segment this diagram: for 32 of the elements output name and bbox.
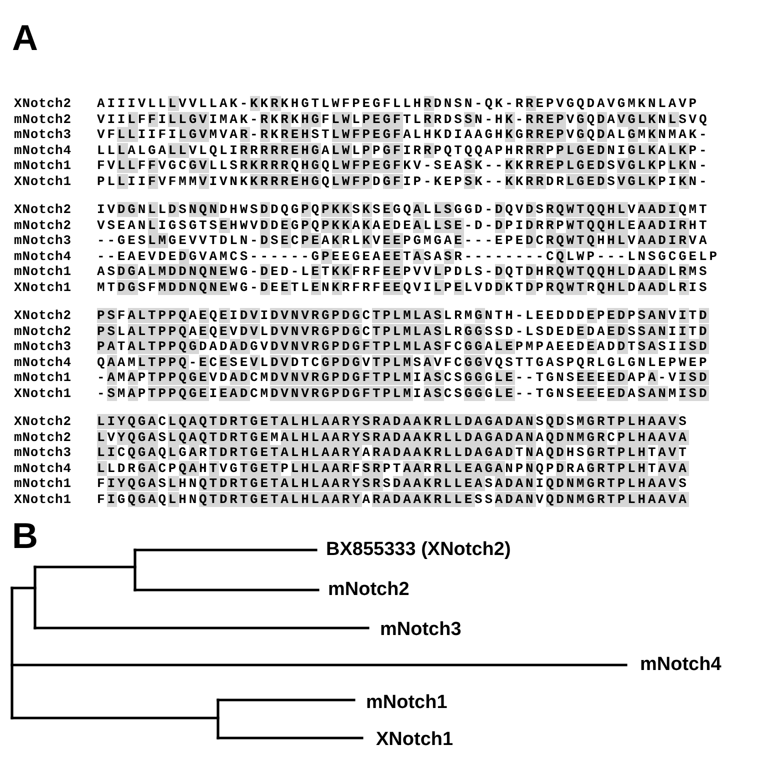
- sequence-name: mNotch1: [14, 264, 72, 280]
- taxon-label: mNotch4: [640, 654, 722, 676]
- sequence-name: mNotch1: [14, 476, 72, 492]
- sequence-name: XNotch2: [14, 96, 72, 111]
- taxon-label: BX855333 (XNotch2): [326, 539, 511, 561]
- taxon-label: XNotch1: [376, 729, 454, 751]
- sequence-name: mNotch4: [14, 142, 72, 158]
- sequence-name: XNotch2: [14, 308, 72, 323]
- sequence-name: XNotch1: [14, 174, 72, 189]
- sequence-name: mNotch3: [14, 233, 72, 248]
- sequence-name: mNotch4: [14, 354, 72, 370]
- sequence-name: mNotch2: [14, 218, 72, 233]
- taxon-label: mNotch2: [328, 579, 410, 601]
- sequence-name: mNotch2: [14, 324, 72, 339]
- sequence-name: XNotch1: [14, 386, 72, 401]
- sequence-name: XNotch2: [14, 202, 72, 217]
- sequence-name: mNotch1: [14, 158, 72, 174]
- sequence-name: XNotch1: [14, 280, 72, 295]
- sequence-name: mNotch3: [14, 445, 72, 460]
- sequence-name: mNotch3: [14, 339, 72, 354]
- sequence-name: mNotch4: [14, 460, 72, 476]
- panel-letter: B: [12, 518, 38, 554]
- panel-letter: A: [12, 20, 38, 56]
- sequence-name: mNotch2: [14, 430, 72, 445]
- taxon-label: mNotch3: [380, 619, 462, 641]
- sequence-name: mNotch2: [14, 112, 72, 127]
- taxon-label: mNotch1: [366, 692, 448, 714]
- sequence-name: XNotch2: [14, 414, 72, 429]
- sequence-name: XNotch1: [14, 492, 72, 507]
- sequence-name: mNotch1: [14, 370, 72, 386]
- sequence-name: mNotch4: [14, 248, 72, 264]
- sequence-name: mNotch3: [14, 127, 72, 142]
